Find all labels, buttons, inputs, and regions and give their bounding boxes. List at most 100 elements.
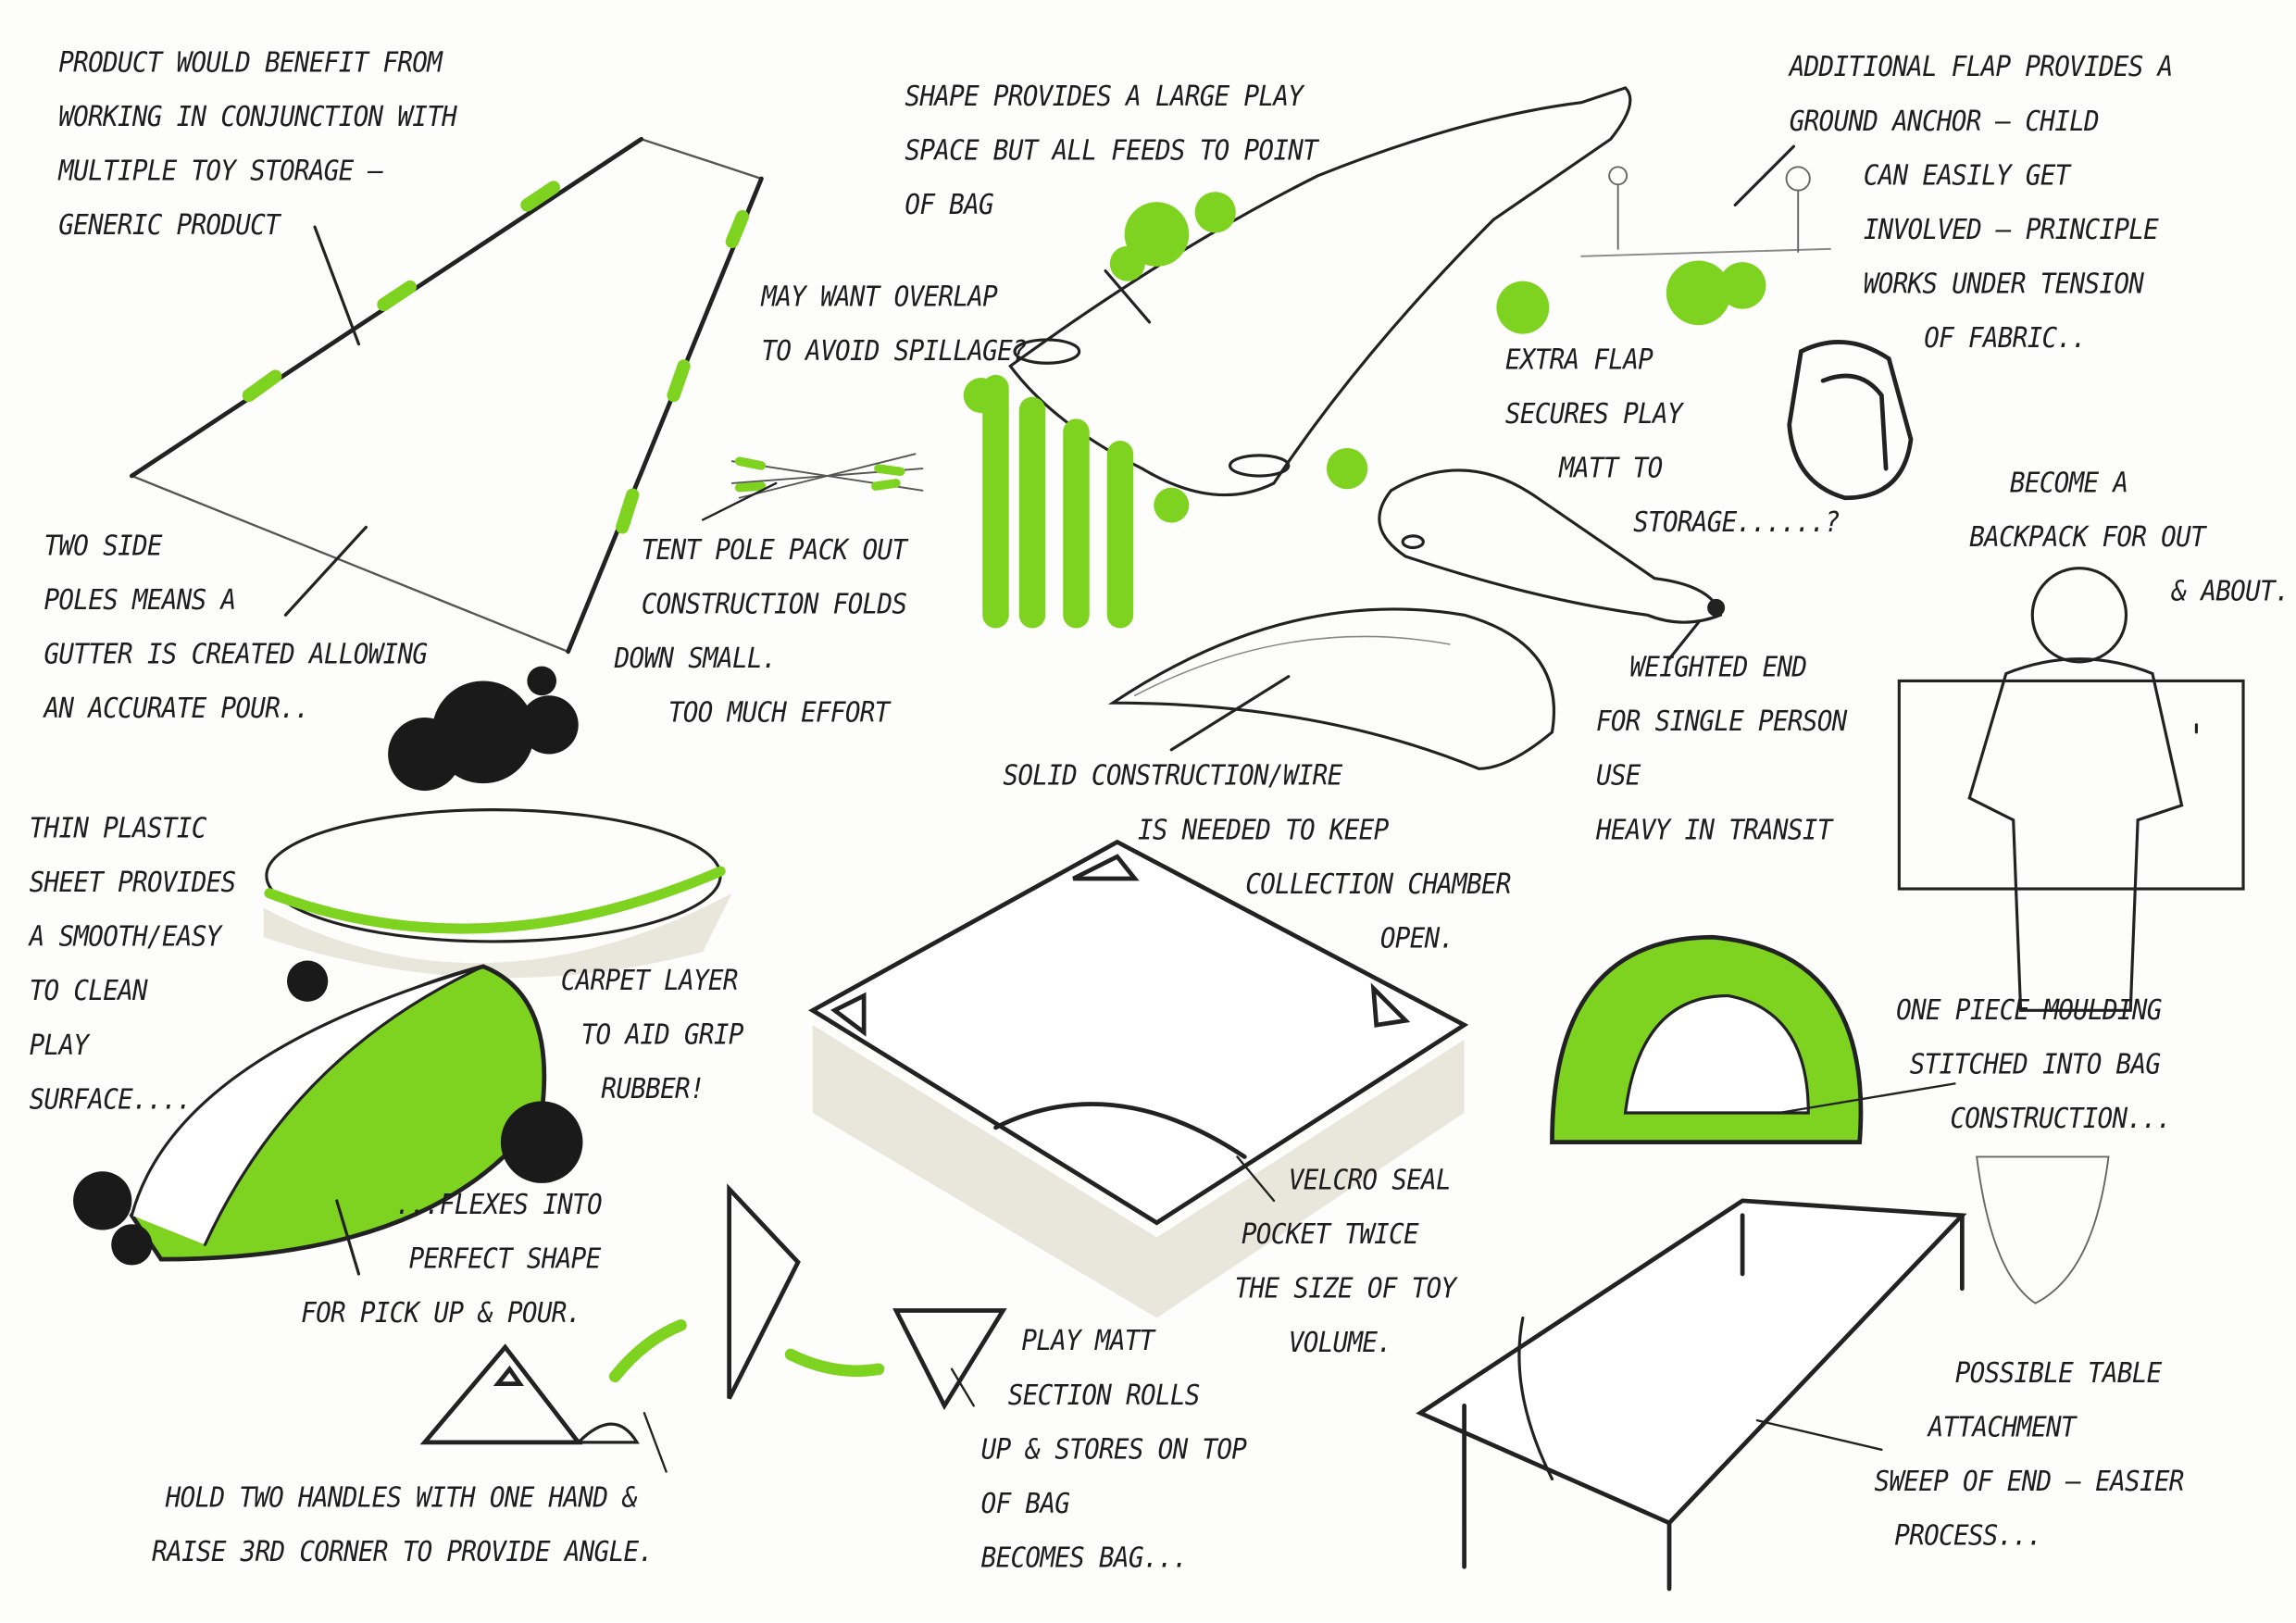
note-line: Too much effort <box>668 696 890 730</box>
note-line: & about. <box>2171 575 2290 608</box>
table-attachment-sketch <box>1416 1198 1967 1592</box>
note-line: Additional flap provides a <box>1789 51 2174 84</box>
note-line: for pick up & pour. <box>301 1297 581 1330</box>
note-line: to avoid spillage? <box>761 335 1027 368</box>
note-line: construction folds <box>641 588 907 621</box>
note-line: Thin plastic <box>29 812 207 845</box>
note-line: collection chamber <box>1245 868 1511 901</box>
note-line: attachment <box>1928 1411 2077 1444</box>
note-line: generic product <box>58 209 281 242</box>
note-one-piece: One piece moulding stitched into bag con… <box>1896 984 2172 1147</box>
note-line: Sweep of end – easier <box>1874 1466 2184 1498</box>
weighted-end-sketch <box>1378 468 1726 661</box>
note-line: ground anchor – child <box>1789 105 2100 138</box>
pole-mat-sketch <box>129 136 764 655</box>
note-line: play <box>29 1029 89 1062</box>
note-line: gutter is created allowing <box>44 638 428 671</box>
note-line: the size of toy <box>1234 1272 1456 1305</box>
note-line: construction... <box>1950 1102 2172 1135</box>
solid-construction-sketch <box>1107 607 1556 770</box>
note-line: Pocket twice <box>1241 1217 1419 1251</box>
tent-pole-bundle-sketch <box>701 453 924 521</box>
note-carpet-layer: Carpet layer to aid grip Rubber! <box>560 955 744 1117</box>
note-line: is needed to keep <box>1137 814 1389 847</box>
note-line: for single person <box>1595 705 1847 739</box>
note-line: a smooth/easy <box>29 920 222 954</box>
note-line: working in conjunction with <box>58 101 457 133</box>
backpack-person-sketch <box>1897 567 2245 1012</box>
note-tent-pole: Tent pole pack out construction folds do… <box>615 524 907 741</box>
note-line: an accurate pour.. <box>44 693 309 725</box>
plastic-sheet-sketch <box>263 808 732 979</box>
note-line: can easily get <box>1863 159 2071 193</box>
note-line: secures play <box>1504 398 1683 431</box>
note-line: matt to <box>1559 452 1663 485</box>
note-line: Become a <box>2009 467 2128 500</box>
note-line: Extra flap <box>1504 343 1653 377</box>
note-multi-storage: Product would benefit from working in co… <box>58 37 456 254</box>
note-line: to aid grip <box>580 1018 744 1052</box>
note-line: ...Flexes into <box>395 1189 603 1222</box>
note-line: Rubber! <box>601 1073 705 1106</box>
note-line: perfect shape <box>408 1242 602 1276</box>
note-play-matt-rolls: Play matt section rolls up & stores on t… <box>981 1315 1247 1586</box>
note-flexes: ...Flexes into perfect shape for pick up… <box>301 1179 603 1342</box>
note-line: section rolls <box>1007 1379 1201 1412</box>
note-line: May want overlap <box>761 281 998 314</box>
note-handles: Hold two handles with one hand & raise 3… <box>152 1472 654 1580</box>
note-table: Possible table attachment Sweep of end –… <box>1874 1347 2184 1564</box>
bag-splash-sketch <box>963 86 1831 629</box>
note-velcro: Velcro seal Pocket twice the size of toy… <box>1235 1154 1456 1370</box>
note-line: Carpet layer <box>560 965 739 998</box>
note-line: surface.... <box>29 1083 193 1117</box>
note-solid-construction: Solid construction/wire is needed to kee… <box>1003 750 1511 967</box>
note-line: Possible table <box>1954 1357 2163 1390</box>
note-line: poles means a <box>44 584 236 617</box>
note-line: Shape provides a large play <box>905 80 1304 113</box>
note-line: open. <box>1379 922 1454 955</box>
note-shape-play-space: Shape provides a large play space but al… <box>905 70 1317 233</box>
note-overlap: May want overlap to avoid spillage? <box>761 271 1027 380</box>
note-line: Product would benefit from <box>58 46 443 80</box>
note-line: to clean <box>29 975 148 1008</box>
backpack-clip-sketch <box>1787 340 1914 501</box>
note-line: works under tension <box>1863 268 2144 301</box>
note-line: Velcro seal <box>1288 1164 1452 1197</box>
note-line: stitched into bag <box>1909 1048 2161 1081</box>
one-piece-moulding-sketch <box>1550 934 2110 1305</box>
note-line: One piece moulding <box>1896 993 2162 1027</box>
note-line: multiple toy storage — <box>58 155 383 188</box>
note-line: storage......? <box>1633 506 1841 540</box>
note-extra-flap: Extra flap secures play matt to storage.… <box>1504 334 1841 551</box>
note-side-poles: Two side poles means a gutter is created… <box>44 519 428 736</box>
note-plastic-sheet: Thin plastic sheet provides a smooth/eas… <box>29 803 237 1128</box>
note-line: of bag <box>980 1487 1070 1520</box>
note-line: down small. <box>614 643 778 676</box>
note-weighted-end: Weighted end for single person use Heavy… <box>1596 642 1847 858</box>
note-line: volume. <box>1288 1326 1392 1359</box>
note-line: Becomes bag... <box>980 1542 1189 1575</box>
note-line: Weighted end <box>1629 651 1807 684</box>
note-line: Two side <box>44 530 162 563</box>
note-line: process... <box>1894 1519 2042 1553</box>
note-line: Heavy in transit <box>1595 814 1832 847</box>
note-backpack: Become a backpack for out & about. <box>1969 456 2290 619</box>
note-line: raise 3rd corner to provide angle. <box>152 1536 654 1568</box>
note-line: use <box>1595 759 1641 793</box>
note-line: involved – principle <box>1863 213 2159 246</box>
play-mat-diamond-sketch <box>808 839 1469 1318</box>
note-line: backpack for out <box>1969 521 2205 554</box>
note-line: Play matt <box>1021 1325 1154 1358</box>
note-line: of fabric.. <box>1924 321 2087 355</box>
note-line: Hold two handles with one hand & <box>165 1481 638 1515</box>
folding-sequence-sketch <box>419 1183 1007 1473</box>
note-line: of bag <box>905 189 993 221</box>
note-line: up & stores on top <box>980 1433 1247 1467</box>
flexing-scoop-sketch <box>73 666 583 1276</box>
note-line: Tent pole pack out <box>641 534 907 568</box>
note-line: sheet provides <box>29 867 237 900</box>
note-line: Solid construction/wire <box>1003 759 1342 793</box>
note-ground-anchor: Additional flap provides a ground anchor… <box>1789 41 2174 366</box>
